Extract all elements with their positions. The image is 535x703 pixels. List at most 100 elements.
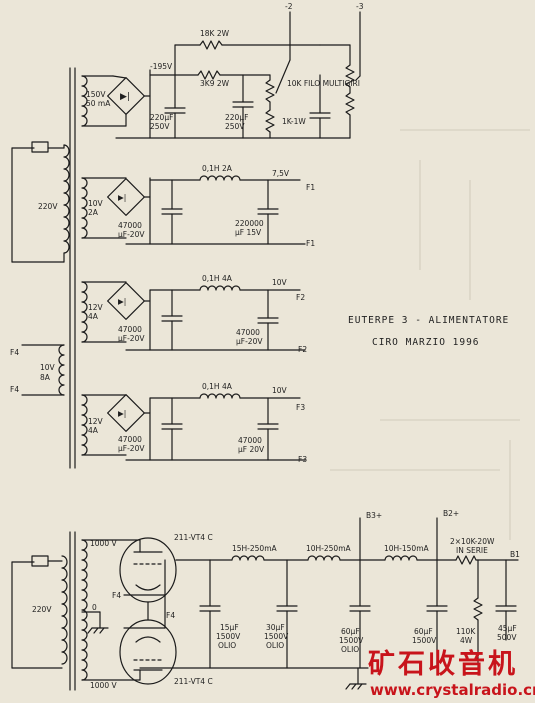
svg-text:OLIO: OLIO — [266, 641, 284, 650]
svg-text:2×10K-20W: 2×10K-20W — [450, 537, 495, 546]
svg-text:220µF: 220µF — [150, 113, 173, 122]
svg-text:10V: 10V — [40, 363, 56, 372]
svg-text:250V: 250V — [225, 122, 245, 131]
schematic-title: EUTERPE 3 - ALIMENTATORE — [348, 315, 509, 326]
svg-text:1500V: 1500V — [264, 632, 289, 641]
svg-text:▶|: ▶| — [120, 92, 130, 102]
mains-input-top: 220V — [11, 141, 65, 263]
svg-text:F1: F1 — [306, 183, 315, 192]
svg-text:12V: 12V — [88, 417, 104, 426]
svg-text:F3: F3 — [298, 455, 307, 464]
filament-supply-f3: 12V 4A ▶| 0,1H 4A 47000 µF-20V 47000 µF … — [81, 382, 307, 464]
svg-text:47000: 47000 — [118, 325, 142, 334]
svg-text:B1: B1 — [510, 550, 520, 559]
svg-text:F4: F4 — [166, 611, 175, 620]
svg-text:3K9 2W: 3K9 2W — [200, 79, 230, 88]
filament-supply-f2: 12V 4A ▶| 0,1H 4A 47000 µF-20V 47000 µF-… — [81, 274, 307, 354]
main-transformer-core — [63, 67, 76, 469]
svg-text:4A: 4A — [88, 312, 99, 321]
svg-text:▶|: ▶| — [118, 409, 126, 418]
schematic-subtitle: CIRO MARZIO 1996 — [372, 337, 480, 348]
svg-text:-195V: -195V — [150, 62, 173, 71]
filament-winding-f4: F4 F4 10V 8A — [10, 344, 65, 396]
svg-text:220000: 220000 — [235, 219, 264, 228]
svg-text:47000: 47000 — [118, 435, 142, 444]
svg-text:1000 V: 1000 V — [90, 539, 117, 548]
svg-text:2A: 2A — [88, 208, 99, 217]
watermark-logo-text: 矿石收音机 — [368, 649, 518, 680]
terminal-minus-2: -2 — [285, 2, 293, 11]
rectifier-tube-icon — [119, 619, 177, 685]
svg-text:OLIO: OLIO — [218, 641, 236, 650]
svg-text:10H-250mA: 10H-250mA — [306, 544, 352, 553]
svg-text:0,1H 2A: 0,1H 2A — [202, 164, 233, 173]
svg-text:µF-20V: µF-20V — [118, 334, 145, 343]
svg-text:47000: 47000 — [236, 328, 260, 337]
svg-text:15µF: 15µF — [220, 623, 239, 632]
svg-text:F4: F4 — [10, 385, 19, 394]
mains-voltage-label: 220V — [38, 202, 58, 211]
negative-bias-supply: 150V 50 mA ▶| -195V 18K 2W 3K9 2W 220µF … — [81, 2, 364, 139]
svg-text:220V: 220V — [32, 605, 52, 614]
bridge-rectifier-icon — [107, 282, 145, 320]
bridge-rectifier-icon — [107, 77, 145, 115]
svg-text:15H-250mA: 15H-250mA — [232, 544, 278, 553]
svg-text:B2+: B2+ — [443, 509, 459, 518]
svg-text:µF-20V: µF-20V — [118, 444, 145, 453]
svg-text:IN SERIE: IN SERIE — [456, 546, 488, 555]
svg-text:18K 2W: 18K 2W — [200, 29, 230, 38]
svg-text:µF 15V: µF 15V — [235, 228, 262, 237]
high-voltage-supply: 220V 1000 V 1000 V 0 F4 F4 — [11, 509, 520, 691]
svg-text:10H-150mA: 10H-150mA — [384, 544, 430, 553]
svg-text:F2: F2 — [296, 293, 305, 302]
svg-text:▶|: ▶| — [118, 193, 126, 202]
svg-text:0: 0 — [92, 603, 97, 612]
svg-text:7,5V: 7,5V — [272, 169, 290, 178]
svg-text:500V: 500V — [497, 633, 517, 642]
svg-text:F4: F4 — [112, 591, 121, 600]
svg-text:211-VT4 C: 211-VT4 C — [174, 677, 213, 686]
svg-text:60µF: 60µF — [341, 627, 360, 636]
svg-text:B3+: B3+ — [366, 511, 382, 520]
svg-text:47000: 47000 — [118, 221, 142, 230]
svg-text:50 mA: 50 mA — [86, 99, 111, 108]
svg-text:45µF: 45µF — [498, 624, 517, 633]
svg-text:220µF: 220µF — [225, 113, 248, 122]
svg-text:1500V: 1500V — [216, 632, 241, 641]
svg-text:1000 V: 1000 V — [90, 681, 117, 690]
svg-text:F3: F3 — [296, 403, 305, 412]
svg-text:µF 20V: µF 20V — [238, 445, 265, 454]
svg-text:µF-20V: µF-20V — [118, 230, 145, 239]
svg-text:F4: F4 — [10, 348, 19, 357]
svg-text:OLIO: OLIO — [341, 645, 359, 654]
svg-text:211-VT4 C: 211-VT4 C — [174, 533, 213, 542]
fuse-icon — [31, 555, 49, 567]
terminal-minus-3: -3 — [356, 2, 364, 11]
svg-text:10V: 10V — [88, 199, 104, 208]
svg-text:250V: 250V — [150, 122, 170, 131]
svg-text:10V: 10V — [272, 386, 288, 395]
svg-text:10V: 10V — [272, 278, 288, 287]
svg-text:60µF: 60µF — [414, 627, 433, 636]
svg-text:µF-20V: µF-20V — [236, 337, 263, 346]
svg-text:0,1H 4A: 0,1H 4A — [202, 382, 233, 391]
watermark-url: www.crystalradio.cn — [370, 681, 535, 699]
svg-text:4W: 4W — [460, 636, 473, 645]
paper-texture — [330, 129, 530, 540]
svg-text:47000: 47000 — [238, 436, 262, 445]
svg-text:1500V: 1500V — [339, 636, 364, 645]
svg-text:1500V: 1500V — [412, 636, 437, 645]
svg-text:1K-1W: 1K-1W — [282, 117, 306, 126]
svg-text:150V: 150V — [86, 90, 106, 99]
svg-text:30µF: 30µF — [266, 623, 285, 632]
bridge-rectifier-icon — [107, 178, 145, 216]
svg-text:0,1H 4A: 0,1H 4A — [202, 274, 233, 283]
svg-text:F2: F2 — [298, 345, 307, 354]
fuse-icon — [31, 141, 49, 153]
svg-text:110K: 110K — [456, 627, 476, 636]
svg-text:4A: 4A — [88, 426, 99, 435]
bridge-rectifier-icon — [107, 394, 145, 432]
svg-text:F1: F1 — [306, 239, 315, 248]
